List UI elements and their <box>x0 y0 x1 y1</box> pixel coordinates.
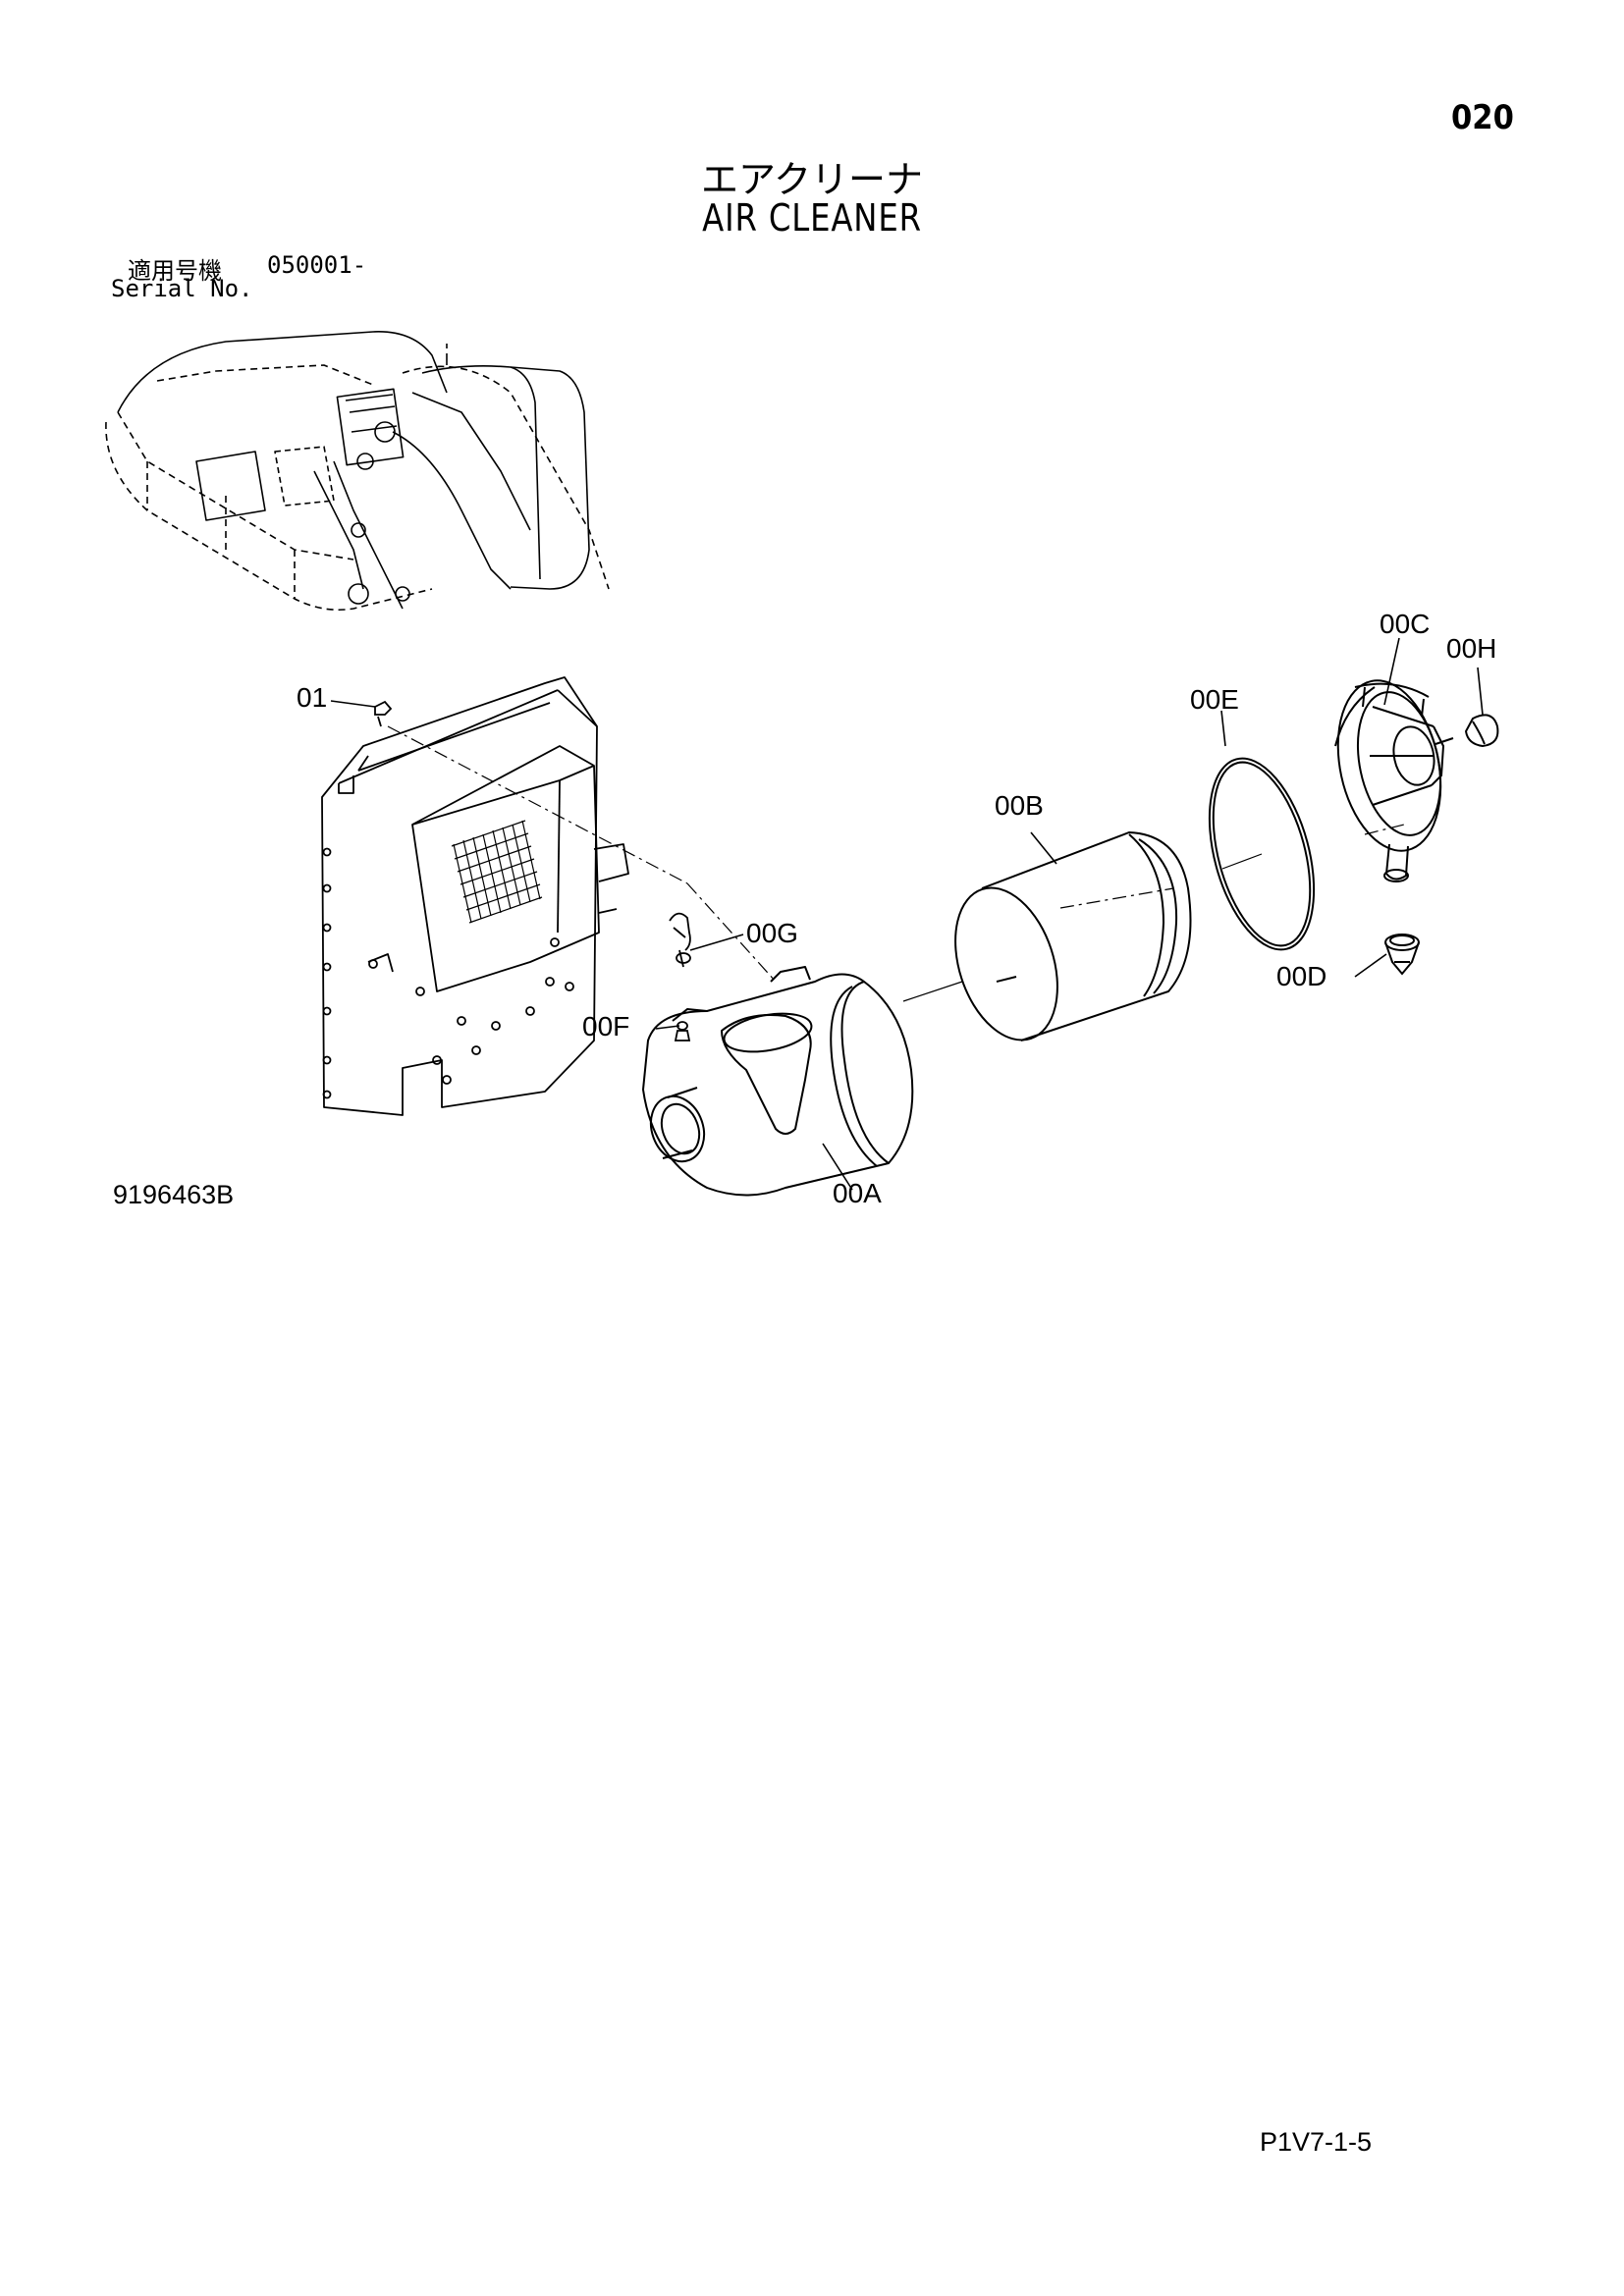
cap-part-00H <box>1464 714 1499 748</box>
air-cleaner-housing-part-00A <box>642 966 914 1197</box>
callout-label-00C: 00C <box>1380 609 1430 639</box>
sensor-part-00G <box>669 912 691 968</box>
drawing-number: 9196463B <box>113 1180 235 1209</box>
bolt-part-01 <box>374 700 393 727</box>
evacuator-valve-part-00D <box>1384 934 1420 976</box>
page-number: 020 <box>1451 98 1514 137</box>
fitting-part-00F <box>674 1021 691 1041</box>
callout-label-00G: 00G <box>746 918 798 948</box>
callout-label-00E: 00E <box>1190 684 1239 715</box>
serial-label-japanese: 適用号機 <box>128 257 222 285</box>
serial-number-value: 050001- <box>267 251 367 279</box>
callout-label-00B: 00B <box>995 790 1044 821</box>
callout-label-01: 01 <box>297 682 327 713</box>
page-title-japanese: エアクリーナ <box>700 158 924 201</box>
page-code: P1V7-1-5 <box>1260 2127 1373 2157</box>
callout-leader-lines <box>330 637 1484 1191</box>
seal-ring-part-00E <box>1208 757 1316 951</box>
assembly-center-lines <box>387 725 1405 983</box>
callout-label-00A: 00A <box>833 1178 882 1208</box>
cover-part-00C <box>1334 679 1454 882</box>
callout-label-00H: 00H <box>1446 633 1496 664</box>
callout-label-00F: 00F <box>582 1011 629 1041</box>
callout-label-00D: 00D <box>1276 961 1326 991</box>
page-title-english: AIR CLEANER <box>702 196 922 240</box>
machine-overview-illustration <box>105 331 610 612</box>
serial-label-english: Serial No. <box>111 275 253 302</box>
mounting-bracket-panel <box>321 676 629 1116</box>
filter-element-part-00B <box>954 830 1192 1041</box>
